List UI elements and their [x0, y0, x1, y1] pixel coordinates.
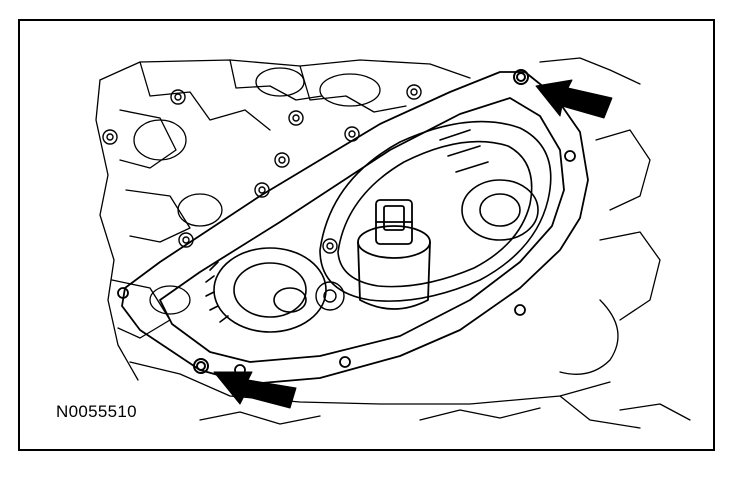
- figure-id-label: N0055510: [56, 402, 137, 421]
- figure-frame: [18, 19, 715, 451]
- engine-background: [95, 57, 691, 429]
- dowel-pins: [193, 69, 529, 374]
- bolts: [102, 84, 422, 311]
- arrow-icon: [213, 371, 297, 409]
- camshaft-sprocket: [205, 247, 327, 333]
- arrow-icon: [535, 79, 613, 119]
- vct-solenoid: [357, 199, 431, 310]
- cam-phaser-housing: [319, 120, 552, 302]
